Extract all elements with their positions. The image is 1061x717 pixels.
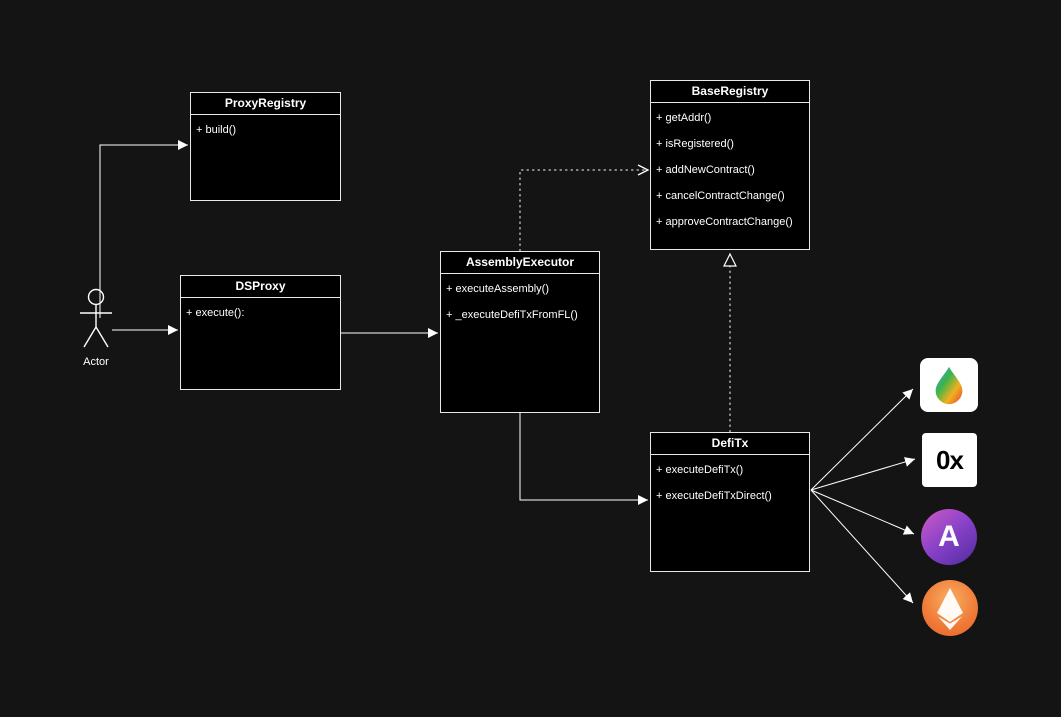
class-method: + cancelContractChange() — [656, 190, 785, 202]
class-proxyregistry: ProxyRegistry + build() — [190, 92, 341, 201]
actor-label: Actor — [83, 356, 109, 368]
ethereum-icon — [922, 580, 978, 636]
class-defitx: DefiTx + executeDefiTx() + executeDefiTx… — [650, 432, 810, 572]
connector-assemblyexecutor-defitx — [519, 413, 648, 505]
class-method: + executeAssembly() — [446, 283, 550, 295]
class-method: + _executeDefiTxFromFL() — [446, 309, 578, 321]
class-method: + approveContractChange() — [656, 216, 793, 228]
class-assemblyexecutor: AssemblyExecutor + executeAssembly() + _… — [440, 251, 600, 413]
ethereum-diamond-icon — [937, 588, 963, 630]
class-baseregistry: BaseRegistry + getAddr() + isRegistered(… — [650, 80, 810, 250]
connector-actor-proxyregistry — [99, 140, 188, 318]
class-method: + isRegistered() — [656, 138, 734, 150]
class-method: + addNewContract() — [656, 164, 755, 176]
class-title: BaseRegistry — [651, 81, 809, 103]
class-dsproxy: DSProxy + execute(): — [180, 275, 341, 390]
connector-defitx-ethereum-aave — [810, 489, 915, 535]
class-method: + build() — [196, 124, 237, 136]
class-title: DSProxy — [181, 276, 340, 298]
class-method: + execute(): — [186, 307, 245, 319]
connector-defitx-0x — [810, 457, 916, 491]
class-title: ProxyRegistry — [191, 93, 340, 115]
class-method: + executeDefiTxDirect() — [656, 490, 772, 502]
class-title: DefiTx — [651, 433, 809, 455]
class-method: + executeDefiTx() — [656, 464, 744, 476]
class-title: AssemblyExecutor — [441, 252, 599, 274]
0x-label: 0x — [936, 444, 964, 475]
defisaver-drop-icon — [935, 366, 963, 405]
defisaver-icon — [920, 358, 978, 412]
class-method: + getAddr() — [656, 112, 712, 124]
connector-assemblyexecutor-baseregistry — [519, 170, 648, 252]
connector-defitx-ethereum — [810, 489, 914, 604]
actor-figure-icon — [80, 288, 112, 348]
connector-defitx-defisaver — [810, 388, 914, 491]
aave-icon: A — [921, 509, 977, 565]
aave-label: A — [938, 520, 960, 553]
0x-icon: 0x — [922, 433, 977, 487]
